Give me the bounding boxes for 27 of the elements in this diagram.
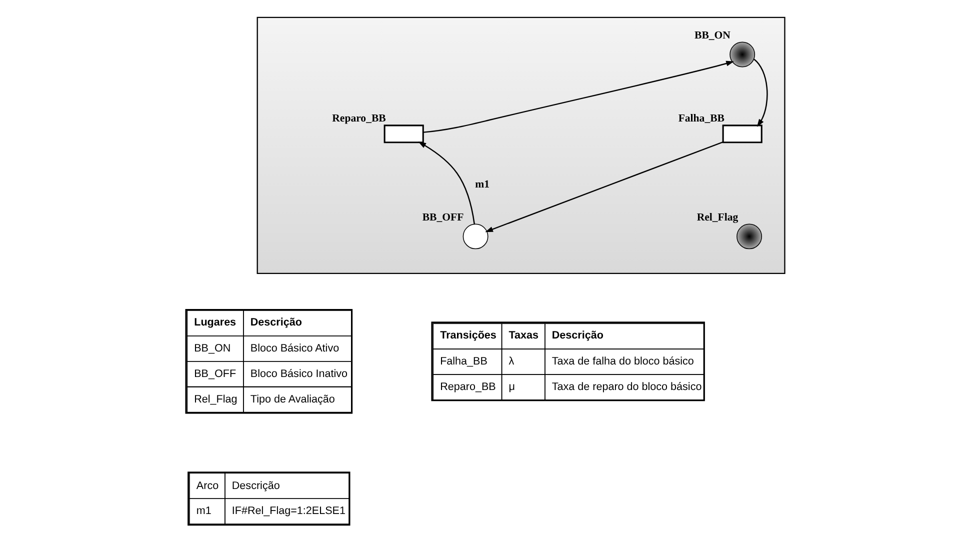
node-label: Rel_Flag	[696, 211, 738, 224]
label: Descrição	[552, 329, 604, 342]
label: Transições	[440, 329, 496, 342]
label: Descrição	[250, 316, 302, 328]
label: Taxa de reparo do bloco básico	[552, 381, 702, 394]
label: IF#Rel_Flag=1:2ELSE1	[232, 505, 346, 518]
label: Taxas	[508, 329, 538, 342]
label: Reparo_BB	[440, 381, 496, 394]
label: Bloco Básico Inativo	[250, 368, 348, 380]
label: Rel_Flag	[194, 393, 238, 406]
label: Taxa de falha do bloco básico	[552, 356, 694, 368]
label: Arco	[196, 480, 219, 492]
label: Falha_BB	[440, 356, 488, 368]
label: μ	[508, 381, 515, 394]
label: m1	[196, 505, 212, 518]
node-label: Reparo_BB	[332, 112, 386, 125]
label: BB_ON	[194, 342, 231, 354]
edge-label: m1	[475, 178, 490, 191]
label: Descrição	[232, 480, 280, 492]
label: λ	[508, 356, 514, 368]
node-label: BB_OFF	[422, 211, 464, 224]
label: Tipo de Avaliação	[250, 393, 335, 406]
node-label: Falha_BB	[678, 112, 724, 125]
node-label: BB_ON	[694, 29, 730, 42]
label: Lugares	[194, 316, 236, 328]
label: Bloco Básico Ativo	[250, 342, 340, 354]
label: BB_OFF	[194, 368, 236, 380]
